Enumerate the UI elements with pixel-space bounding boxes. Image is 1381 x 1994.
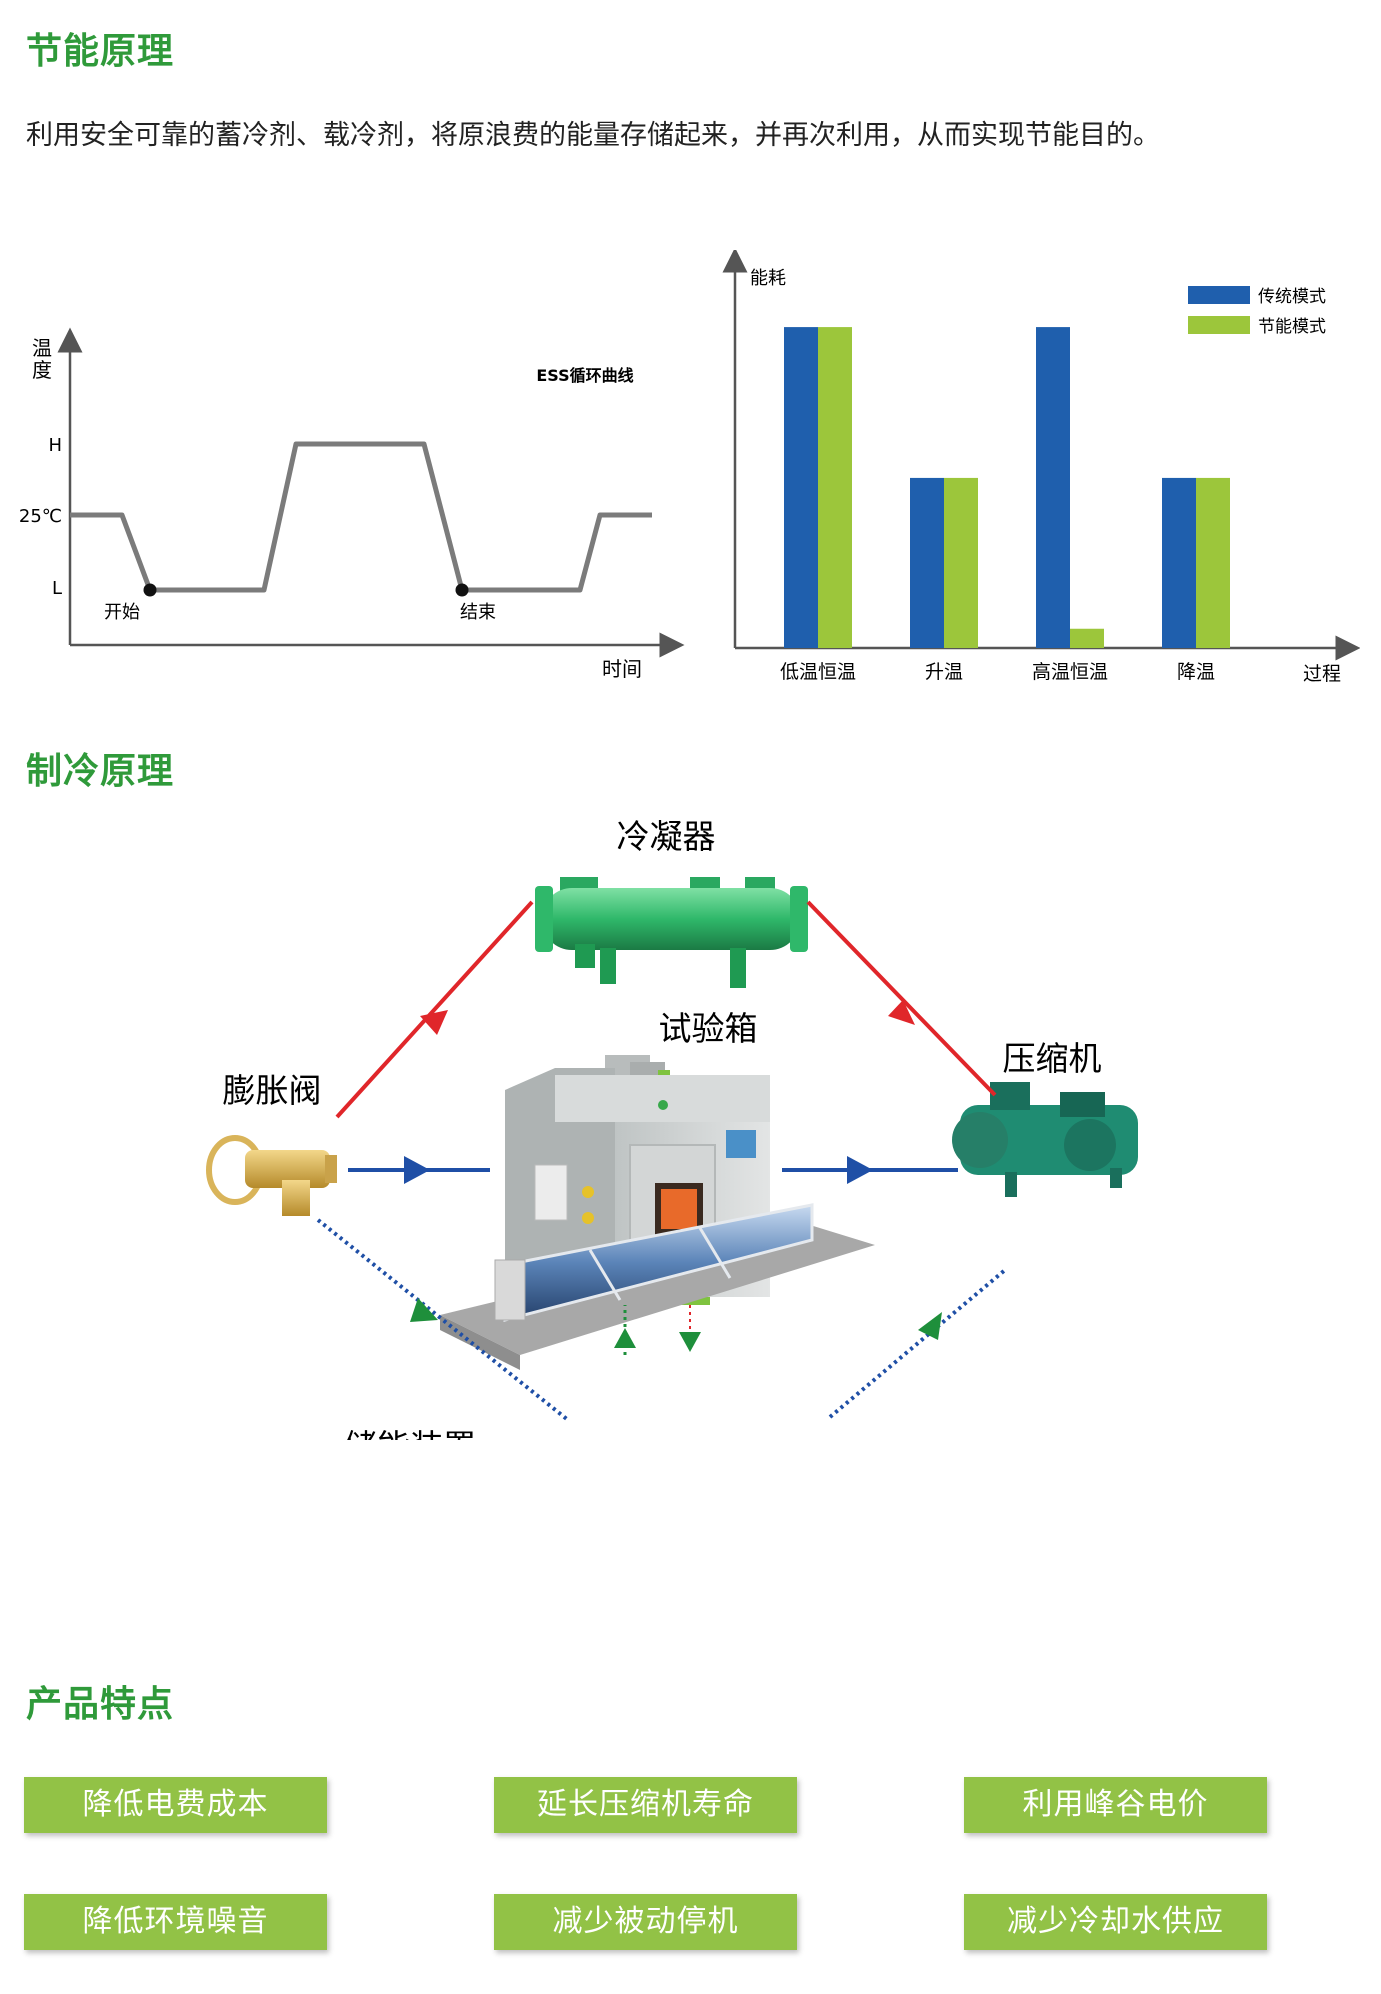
blue-arrow-left <box>404 1156 430 1184</box>
green-arrow-down <box>679 1332 701 1352</box>
feature-lower-noise: 降低环境噪音 <box>24 1894 327 1950</box>
tick-l: L <box>52 578 62 599</box>
bar-traditional-1 <box>910 477 944 648</box>
expansion-valve-unit <box>206 1135 337 1216</box>
legend-swatch-1 <box>1188 316 1250 334</box>
storage-label: 储能装置 <box>344 1427 476 1440</box>
bar-x-label: 过程 <box>1303 663 1341 685</box>
green-arrow-up <box>614 1328 636 1348</box>
temperature-curve <box>70 441 652 593</box>
green-arrow-right <box>918 1312 942 1340</box>
bar-category-label-0: 低温恒温 <box>780 661 856 683</box>
legend-swatch-0 <box>1188 286 1250 304</box>
temp-x-label: 时间 <box>602 657 642 681</box>
temperature-cycle-chart: 温 度 H 25℃ L ESS循环曲线 开始 结束 时间 <box>19 327 685 681</box>
legend-label-0: 传统模式 <box>1258 287 1326 307</box>
bar-energy-saving-2 <box>1070 628 1104 648</box>
bar-energy-saving-3 <box>1196 477 1230 648</box>
feature-reduce-shutdowns: 减少被动停机 <box>494 1894 797 1950</box>
bar-y-label: 能耗 <box>750 268 786 289</box>
refrigeration-diagram: 冷凝器 试验箱 压缩机 膨胀阀 储能装置 <box>206 817 1138 1440</box>
end-label: 结束 <box>460 602 496 623</box>
bar-category-label-2: 高温恒温 <box>1032 661 1108 683</box>
tick-h: H <box>48 435 62 456</box>
test-chamber-label: 试验箱 <box>659 1009 758 1048</box>
temp-y-label-2: 度 <box>32 358 52 382</box>
storage-device-unit <box>440 1203 875 1370</box>
tick-25c: 25℃ <box>19 506 62 527</box>
bar-category-label-1: 升温 <box>925 661 963 683</box>
feature-lower-electricity-cost: 降低电费成本 <box>24 1777 327 1833</box>
feature-peak-valley-pricing: 利用峰谷电价 <box>964 1777 1267 1833</box>
blue-arrow-right <box>847 1156 873 1184</box>
start-label: 开始 <box>104 602 140 623</box>
compressor-label: 压缩机 <box>1003 1039 1102 1078</box>
expansion-valve-label: 膨胀阀 <box>223 1071 322 1110</box>
red-line-left <box>335 900 534 1119</box>
feature-reduce-cooling-water: 减少冷却水供应 <box>964 1894 1267 1950</box>
bar-category-label-3: 降温 <box>1177 661 1215 683</box>
legend-label-1: 节能模式 <box>1258 317 1326 337</box>
red-arrow-left <box>420 1010 448 1035</box>
bar-traditional-2 <box>1036 327 1070 648</box>
red-line-right <box>806 900 997 1097</box>
energy-section-title: 节能原理 <box>26 31 175 72</box>
dotted-line-right <box>828 1268 1007 1419</box>
condenser-label: 冷凝器 <box>617 817 716 856</box>
ess-curve-label: ESS循环曲线 <box>536 366 633 385</box>
bar-traditional-3 <box>1162 477 1196 648</box>
energy-description: 利用安全可靠的蓄冷剂、载冷剂，将原浪费的能量存储起来，并再次利用，从而实现节能目… <box>26 120 1160 151</box>
compressor-unit <box>952 1082 1138 1197</box>
bar-energy-saving-1 <box>944 477 978 648</box>
cooling-section-title: 制冷原理 <box>26 751 175 792</box>
dotted-line-left <box>316 1218 570 1422</box>
bar-energy-saving-0 <box>818 327 852 648</box>
features-section-title: 产品特点 <box>26 1684 175 1725</box>
red-arrow-right <box>888 1000 915 1025</box>
end-point <box>455 583 469 597</box>
bar-traditional-0 <box>784 327 818 648</box>
start-point <box>143 583 157 597</box>
temp-y-label-1: 温 <box>32 336 52 360</box>
green-arrow-left <box>410 1298 438 1322</box>
feature-extend-compressor-life: 延长压缩机寿命 <box>494 1777 797 1833</box>
condenser-unit <box>535 877 808 988</box>
